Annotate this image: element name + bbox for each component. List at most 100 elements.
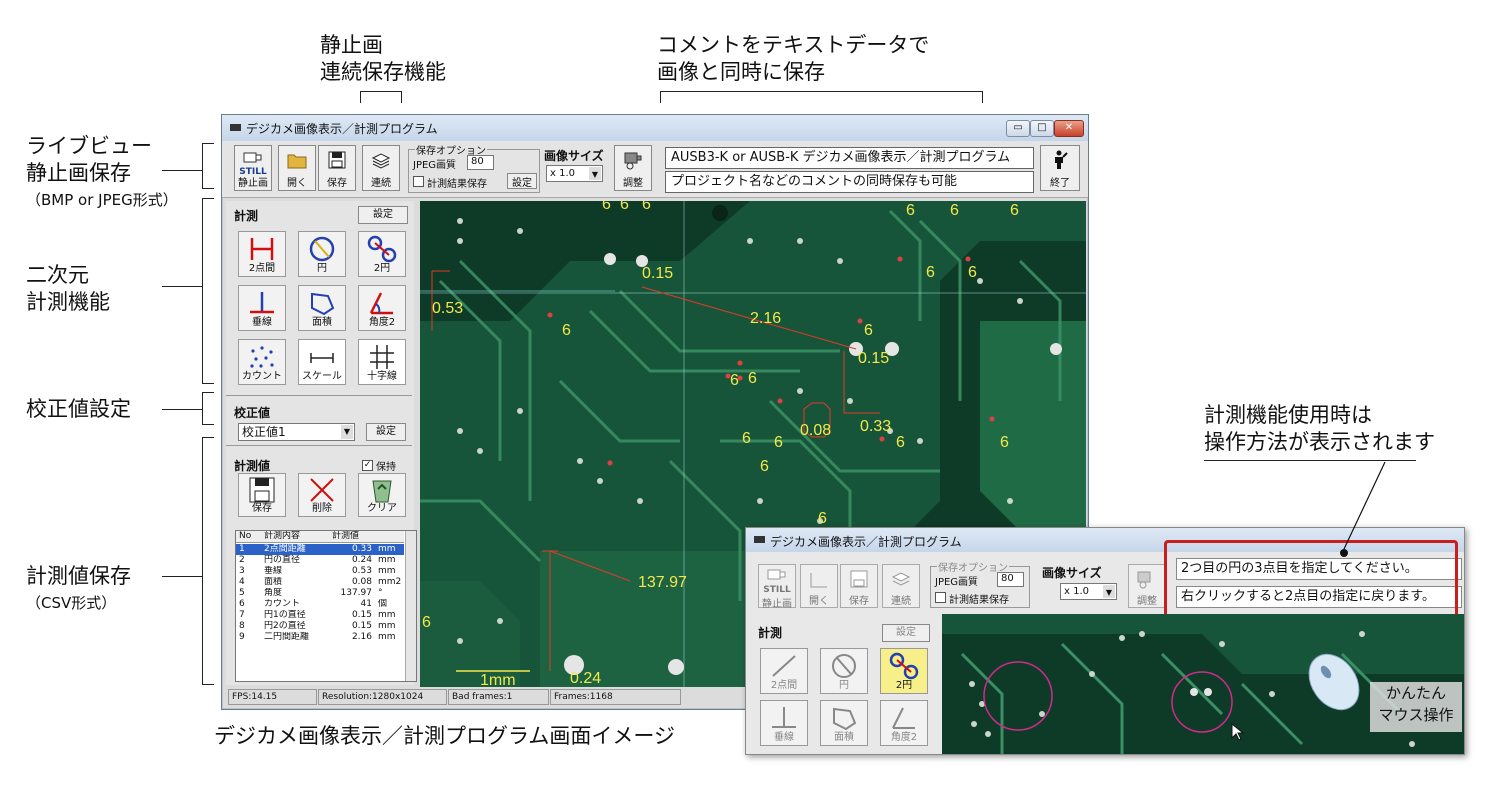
tool-label: 2点間 <box>770 680 798 691</box>
inset-save-button[interactable]: 保存 <box>840 564 878 608</box>
tool-label: 十字線 <box>367 371 397 382</box>
image-size-value: x 1.0 <box>1064 586 1089 597</box>
bracket-line <box>202 143 203 188</box>
save-settings-button[interactable]: 設定 <box>507 173 537 189</box>
inset-image-size-select[interactable]: x 1.0 ▼ <box>1060 583 1117 600</box>
mouse-operation-label: かんたん マウス操作 <box>1370 682 1462 732</box>
inset-tool-two-point[interactable]: 2点間 <box>760 648 808 694</box>
count-label: 6 <box>896 434 905 451</box>
values-delete-button[interactable]: 削除 <box>298 473 346 517</box>
inset-tool-two-circle[interactable]: 2円 <box>880 648 928 694</box>
pointer-dot <box>1340 549 1348 557</box>
minimize-button[interactable]: ▭ <box>1006 120 1030 137</box>
still-button[interactable]: STILL 静止画 <box>234 145 272 191</box>
values-save-button[interactable]: 保存 <box>238 473 286 517</box>
close-button[interactable]: ✕ <box>1054 120 1084 137</box>
toolbar: STILL 静止画 開く 保存 連続 保存オプション JPEG画質 80 計測結… <box>222 141 1088 198</box>
inset-still-button[interactable]: STILL 静止画 <box>758 564 796 610</box>
window-title: デジカメ画像表示／計測プログラム <box>246 122 438 136</box>
calibration-settings-button[interactable]: 設定 <box>366 423 406 441</box>
table-cell: 0.15 <box>351 610 372 620</box>
mouse-icon <box>1308 653 1360 711</box>
tool-circle-button[interactable]: 円 <box>298 231 346 277</box>
tool-perpendicular-button[interactable]: 垂線 <box>238 285 286 331</box>
bracket-line <box>360 91 402 92</box>
adjust-button[interactable]: 調整 <box>614 145 652 191</box>
image-size-select[interactable]: x 1.0 ▼ <box>546 165 603 182</box>
table-cell: 5 <box>239 588 245 598</box>
inset-continuous-button[interactable]: 連続 <box>882 564 920 608</box>
keep-checkbox[interactable]: ✓ <box>362 460 373 471</box>
values-clear-button[interactable]: クリア <box>358 473 406 517</box>
calibration-select[interactable]: 校正値1 ▼ <box>238 423 355 441</box>
inset-adjust-button[interactable]: 調整 <box>1128 564 1166 608</box>
status-fps: FPS:14.15 <box>228 689 317 705</box>
folder-icon <box>810 573 827 588</box>
folder-icon <box>287 154 307 169</box>
table-scrollbar[interactable] <box>405 531 416 681</box>
tool-scale-button[interactable]: スケール <box>298 339 346 385</box>
table-header-cell: 計測内容 <box>264 531 301 541</box>
comment-input-1[interactable]: AUSB3-K or AUSB-K デジカメ画像表示／計測プログラム <box>665 147 1034 169</box>
inset-open-button[interactable]: 開く <box>800 564 838 608</box>
exit-button[interactable]: 終了 <box>1040 145 1080 191</box>
chevron-down-icon: ▼ <box>341 425 353 439</box>
tool-count-button[interactable]: カウント <box>238 339 286 385</box>
pointer-line <box>162 286 202 287</box>
keep-label: 保持 <box>376 462 396 473</box>
measure-result-save-checkbox[interactable] <box>935 592 946 603</box>
tool-crosshair-button[interactable]: 十字線 <box>358 339 406 385</box>
tool-area-button[interactable]: 面積 <box>298 285 346 331</box>
values-title: 計測値 <box>234 459 271 473</box>
table-cell: 0.33 <box>351 544 372 554</box>
save-button[interactable]: 保存 <box>318 145 356 191</box>
inset-tool-area[interactable]: 面積 <box>820 700 868 746</box>
tool-label: 面積 <box>834 732 854 743</box>
jpeg-quality-label: JPEG画質 <box>935 577 979 588</box>
jpeg-quality-input[interactable]: 80 <box>467 155 494 170</box>
camera-app-icon <box>754 536 765 543</box>
measure-result-save-checkbox[interactable] <box>413 176 424 187</box>
table-header-cell: No <box>239 531 252 541</box>
save-options-title: 保存オプション <box>937 559 1009 574</box>
table-cell: 円1の直径 <box>264 610 306 620</box>
inset-image-view[interactable]: かんたん マウス操作 <box>942 614 1464 754</box>
open-button[interactable]: 開く <box>278 145 316 191</box>
maximize-button[interactable]: □ <box>1030 120 1054 137</box>
measure-settings-button[interactable]: 設定 <box>882 624 930 642</box>
tool-two-point-button[interactable]: 2点間 <box>238 231 286 277</box>
inset-tool-circle[interactable]: 円 <box>820 648 868 694</box>
adjust-label: 調整 <box>1137 596 1157 607</box>
values-delete-label: 削除 <box>312 503 332 514</box>
continuous-button[interactable]: 連続 <box>362 145 400 191</box>
polygon-area-icon <box>311 292 335 316</box>
count-label: 6 <box>1010 202 1019 219</box>
table-header: No 計測内容 計測値 <box>236 531 404 543</box>
tool-label: 2円 <box>895 680 913 691</box>
circle-icon <box>832 654 856 678</box>
comment-input-2[interactable]: プロジェクト名などのコメントの同時保存も可能 <box>665 171 1034 193</box>
measure-section-title: 計測 <box>758 626 783 640</box>
tool-two-circle-button[interactable]: 2円 <box>358 231 406 277</box>
annotation-liveview: ライブビュー 静止画保存 （BMP or JPEG形式） <box>26 133 178 214</box>
annotation-operation: 計測機能使用時は 操作方法が表示されます <box>1204 402 1435 456</box>
measure-label: 0.15 <box>642 265 673 282</box>
tool-angle-button[interactable]: 角度2 <box>358 285 406 331</box>
measure-settings-button[interactable]: 設定 <box>358 206 408 224</box>
inset-tool-angle[interactable]: 角度2 <box>880 700 928 746</box>
jpeg-quality-input[interactable]: 80 <box>997 572 1024 587</box>
still-label: 静止画 <box>238 178 268 189</box>
inset-tool-perpendicular[interactable]: 垂線 <box>760 700 808 746</box>
mouse-label-line: かんたん <box>1385 684 1446 702</box>
divider <box>226 445 412 446</box>
